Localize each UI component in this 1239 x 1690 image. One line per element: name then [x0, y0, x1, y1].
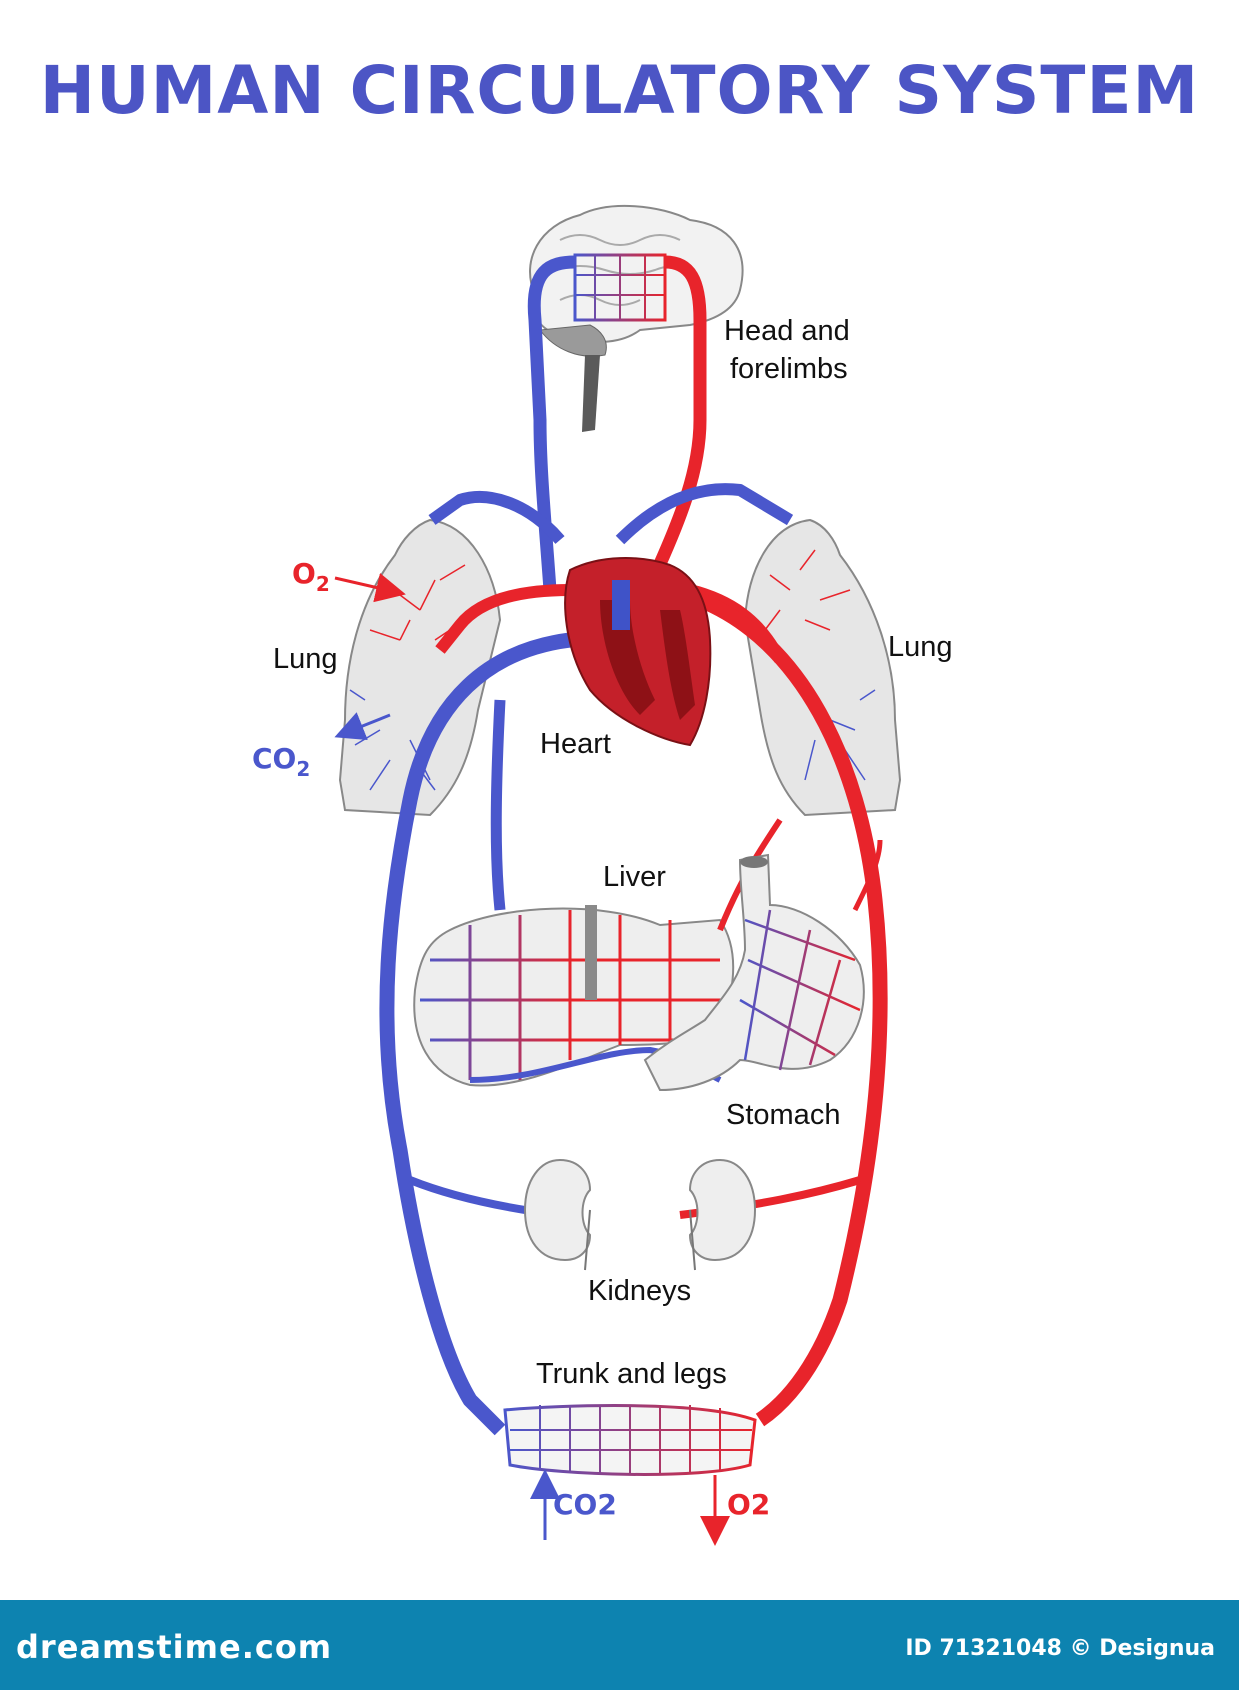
- label-lung-right: Lung: [888, 631, 953, 663]
- label-head-line1: Head and: [724, 315, 850, 347]
- pulmonary-vein-left: [435, 584, 571, 654]
- trunk-o2-label: O2: [727, 1488, 770, 1521]
- label-liver: Liver: [603, 861, 666, 893]
- label-trunk: Trunk and legs: [536, 1358, 727, 1390]
- gastric-artery: [852, 839, 883, 912]
- footer-credit: ID 71321048 © Designua: [905, 1636, 1215, 1661]
- head-vein: [527, 255, 576, 591]
- heart-organ: [564, 557, 712, 747]
- lung-o2-label: O2: [292, 557, 330, 596]
- watermark-footer: dreamstime.com ID 71321048 © Designua: [0, 1600, 1239, 1690]
- co2-out-arrow: [334, 712, 391, 741]
- label-head-line2: forelimbs: [730, 353, 848, 385]
- kidney-left-organ: [523, 1158, 592, 1271]
- stomach-organ: [643, 853, 865, 1092]
- footer-logo: dreamstime.com: [16, 1628, 333, 1666]
- pulmonary-artery-left: [428, 490, 565, 544]
- kidney-right-organ: [688, 1158, 757, 1271]
- pulmonary-artery-right: [615, 483, 794, 545]
- head-artery: [649, 255, 707, 578]
- diagram-title: HUMAN CIRCULATORY SYSTEM: [39, 52, 1200, 129]
- circulatory-diagram: Head and forelimbs Lung Lung Heart Liver…: [252, 205, 953, 1546]
- label-stomach: Stomach: [726, 1099, 840, 1131]
- head-capillaries: [573, 253, 667, 322]
- label-heart: Heart: [540, 728, 611, 760]
- aorta-loop: [697, 593, 888, 1427]
- trunk-co2-label: CO2: [553, 1488, 617, 1521]
- trunk-capillary-bed: [503, 1404, 757, 1476]
- label-kidneys: Kidneys: [588, 1275, 691, 1307]
- hepatic-vein: [490, 699, 506, 911]
- lung-right-organ: [743, 518, 902, 817]
- vena-cava-loop: [379, 632, 571, 1436]
- label-lung-left: Lung: [273, 643, 338, 675]
- liver-organ: [413, 905, 735, 1087]
- lung-co2-label: CO2: [252, 742, 310, 781]
- o2-in-arrow: [334, 572, 406, 603]
